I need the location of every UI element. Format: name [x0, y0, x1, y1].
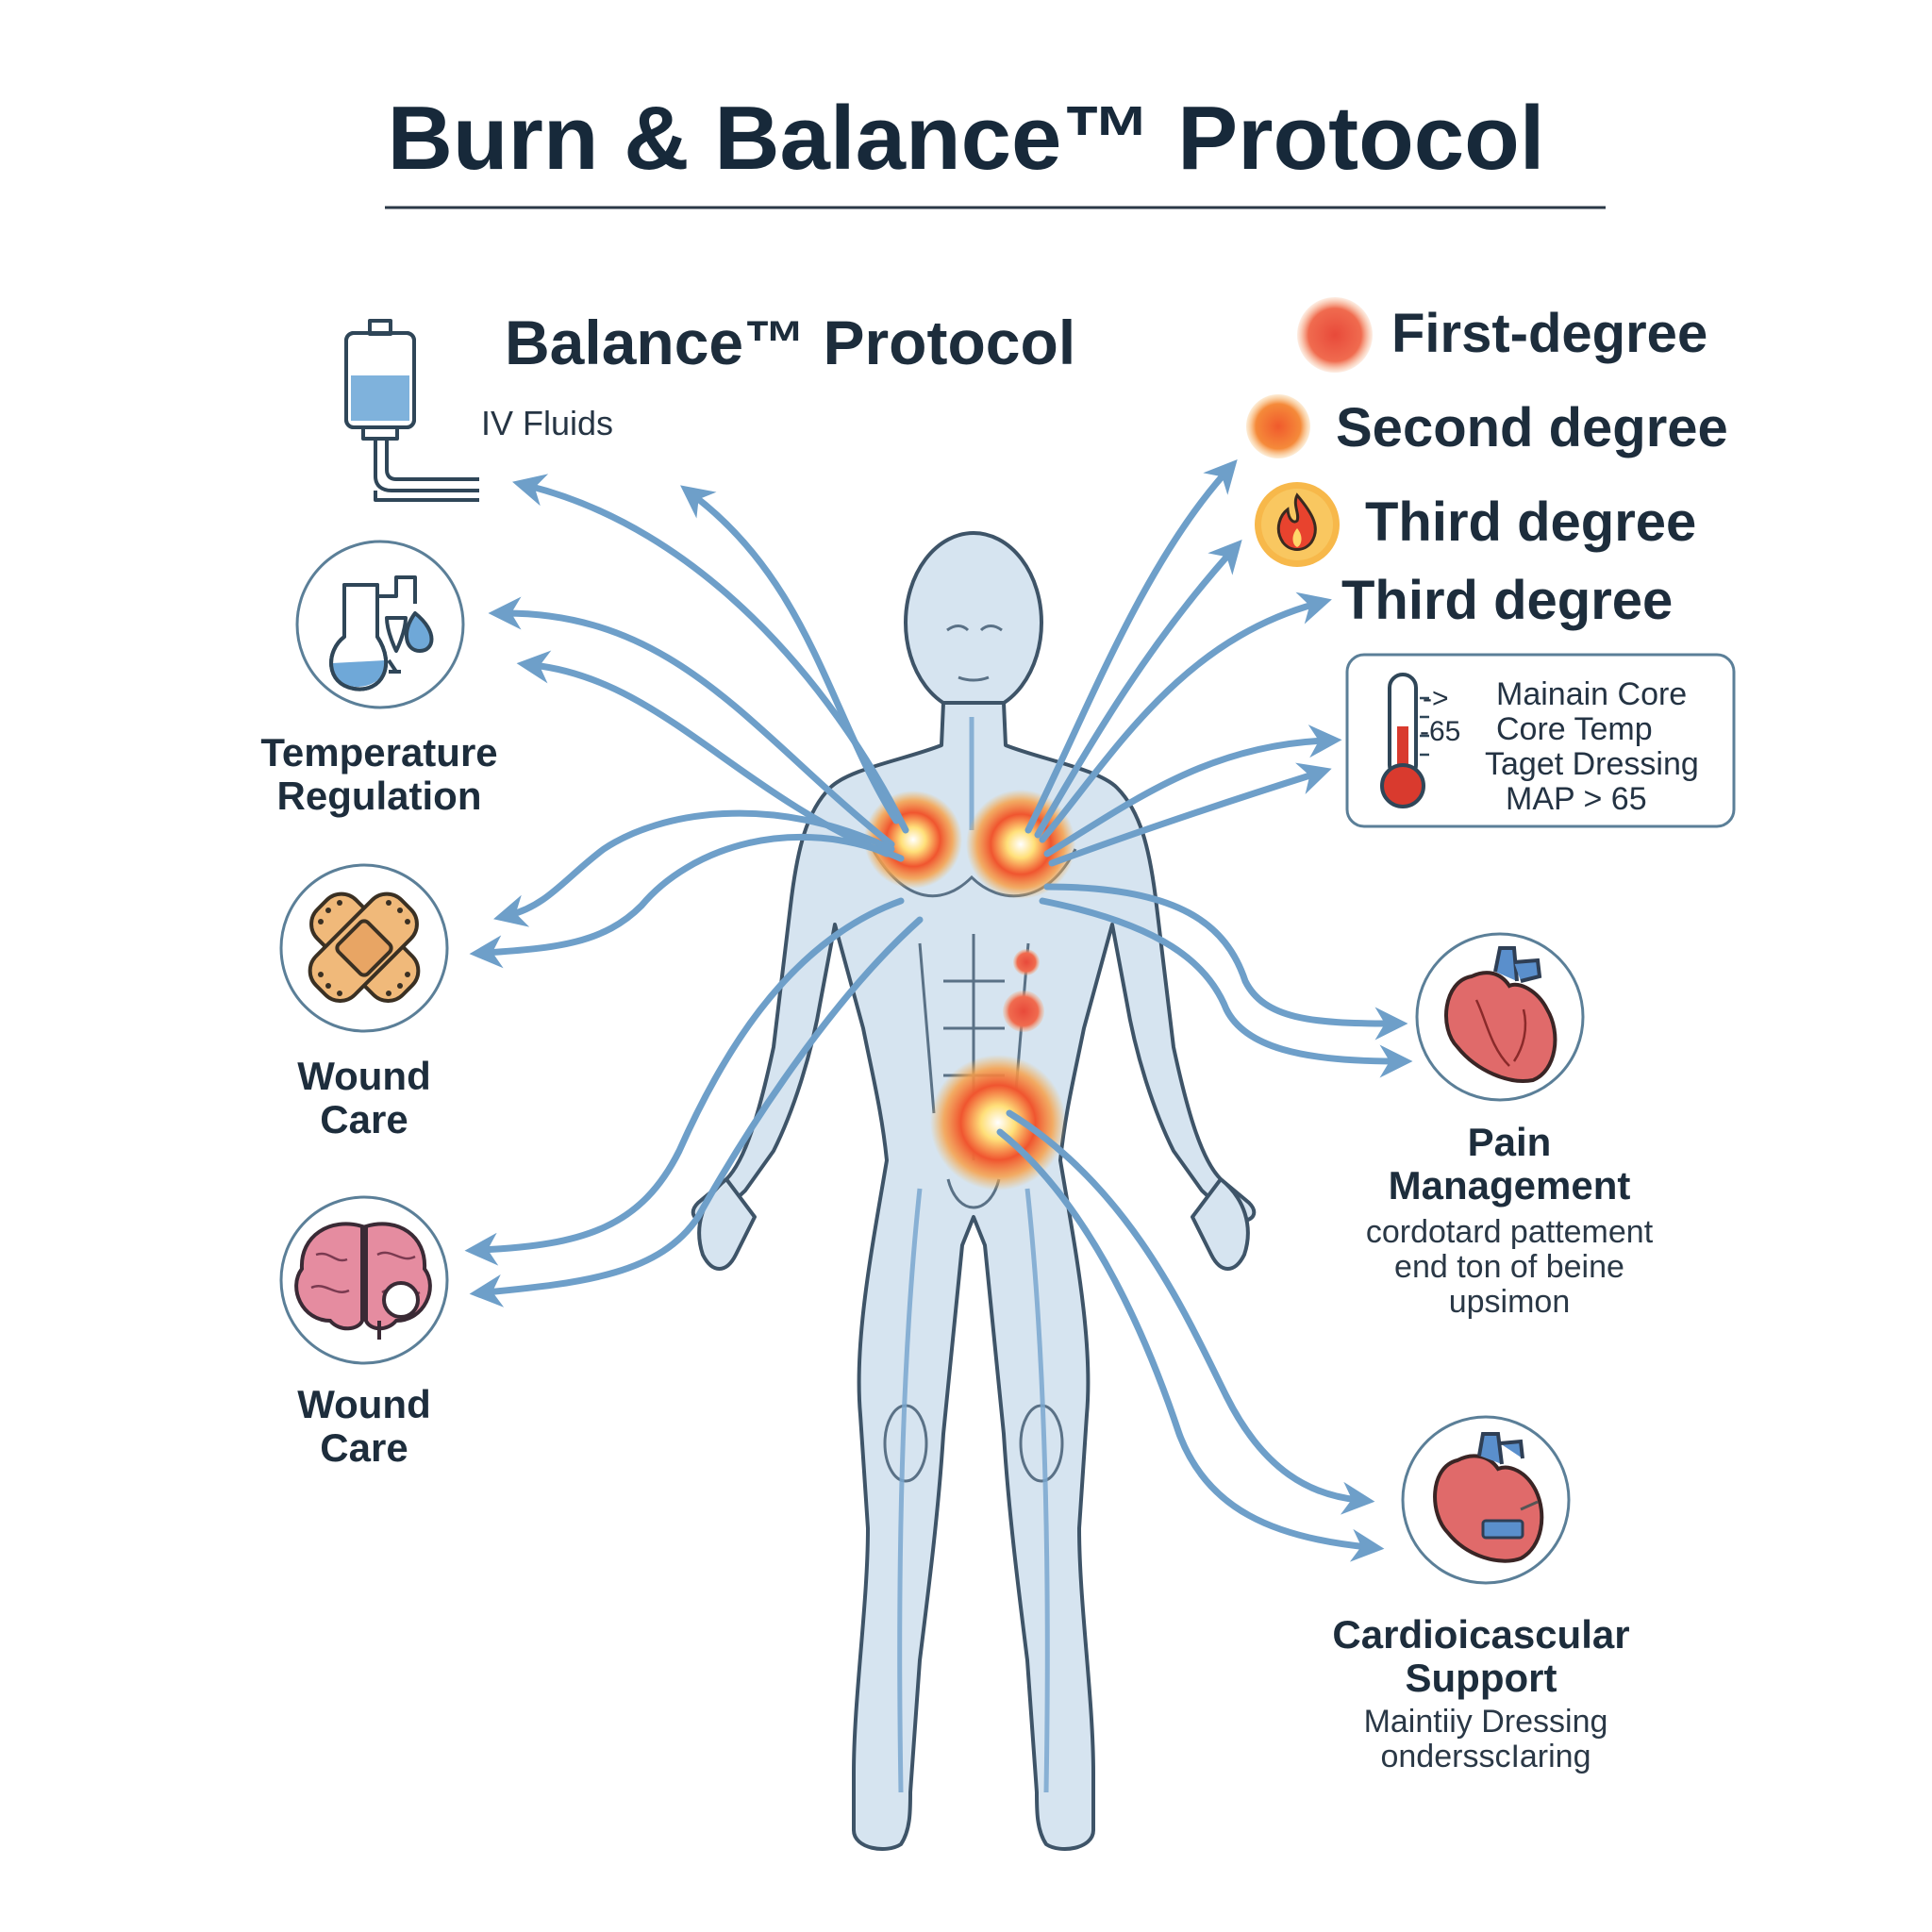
- legend-third-degree-2: Third degree: [1341, 570, 1674, 631]
- desc-line: upsimon: [1448, 1284, 1571, 1320]
- temp-box-line-4: MAP > 65: [1506, 781, 1647, 817]
- label-line: Management: [1388, 1163, 1631, 1208]
- human-body-figure: [691, 531, 1257, 1851]
- legend-first-degree: First-degree: [1391, 303, 1708, 364]
- thermometer-mark-65: -65: [1420, 716, 1461, 747]
- burn-sites: [864, 790, 1075, 1191]
- right-hand: [1191, 1177, 1250, 1271]
- fluid-flask-icon: [295, 540, 465, 709]
- burn-site-abdomen: [930, 1055, 1066, 1191]
- label-line: Wound: [297, 1054, 431, 1098]
- thermometer-icon: [1380, 673, 1429, 808]
- page-title: Burn & Balance™ Protocol: [387, 88, 1545, 189]
- burn-site-left-chest: [864, 791, 962, 889]
- body-flow-lines: [897, 717, 1050, 1793]
- desc-line: ondersscIaring: [1380, 1739, 1591, 1774]
- cardiovascular-support-title: Cardioicascular Support: [1292, 1613, 1670, 1700]
- heart-monitor-icon: [1401, 1415, 1571, 1585]
- wound-care-label-2: Wound Care: [223, 1383, 506, 1470]
- label-line: Regulation: [276, 774, 482, 818]
- burn-site-small-1: [1013, 949, 1040, 975]
- iv-fluids-label: IV Fluids: [481, 404, 614, 442]
- desc-line: Maintiiy Dressing: [1363, 1704, 1608, 1740]
- brain-icon: [279, 1195, 449, 1365]
- flame-icon: [1255, 482, 1340, 567]
- legend-second-degree: Second degree: [1336, 397, 1728, 458]
- temp-box-line-2: Core Temp: [1496, 711, 1653, 747]
- temp-box-line-3: Taget Dressing: [1485, 746, 1699, 782]
- label-line: Cardioicascular: [1332, 1612, 1630, 1657]
- legend-third-degree: Third degree: [1365, 491, 1697, 553]
- iv-bag-icon: [344, 319, 479, 502]
- label-line: Temperature: [260, 730, 498, 774]
- wound-care-label: Wound Care: [223, 1055, 506, 1141]
- desc-line: cordotard pattement: [1365, 1214, 1654, 1250]
- burn-site-small-2: [1003, 991, 1044, 1032]
- temp-box-line-1: Mainain Core: [1496, 676, 1688, 712]
- flow-arrows: [464, 458, 1413, 1562]
- desc-line: end ton of beine: [1394, 1249, 1624, 1285]
- body-torso: [691, 701, 1257, 1851]
- pain-management-description: cordotard pattement end ton of beine ups…: [1321, 1215, 1698, 1320]
- body-head: [904, 531, 1043, 714]
- temperature-box: [1345, 653, 1736, 828]
- label-line: Care: [320, 1097, 408, 1141]
- heart-icon: [1415, 932, 1585, 1102]
- protocol-heading: Balance™ Protocol: [505, 308, 1076, 377]
- cardiovascular-support-description: Maintiiy Dressing ondersscIaring: [1297, 1705, 1674, 1774]
- temperature-regulation-label: Temperature Regulation: [238, 731, 521, 818]
- label-line: Support: [1405, 1656, 1557, 1700]
- second-degree-marker: [1246, 394, 1310, 458]
- label-line: Wound: [297, 1382, 431, 1426]
- label-line: Care: [320, 1425, 408, 1470]
- thermometer-mark-arrow: ->: [1423, 683, 1449, 714]
- first-degree-marker: [1297, 297, 1373, 373]
- label-line: Pain: [1467, 1120, 1552, 1164]
- pain-management-title: Pain Management: [1358, 1121, 1660, 1208]
- bandage-icon: [279, 863, 449, 1033]
